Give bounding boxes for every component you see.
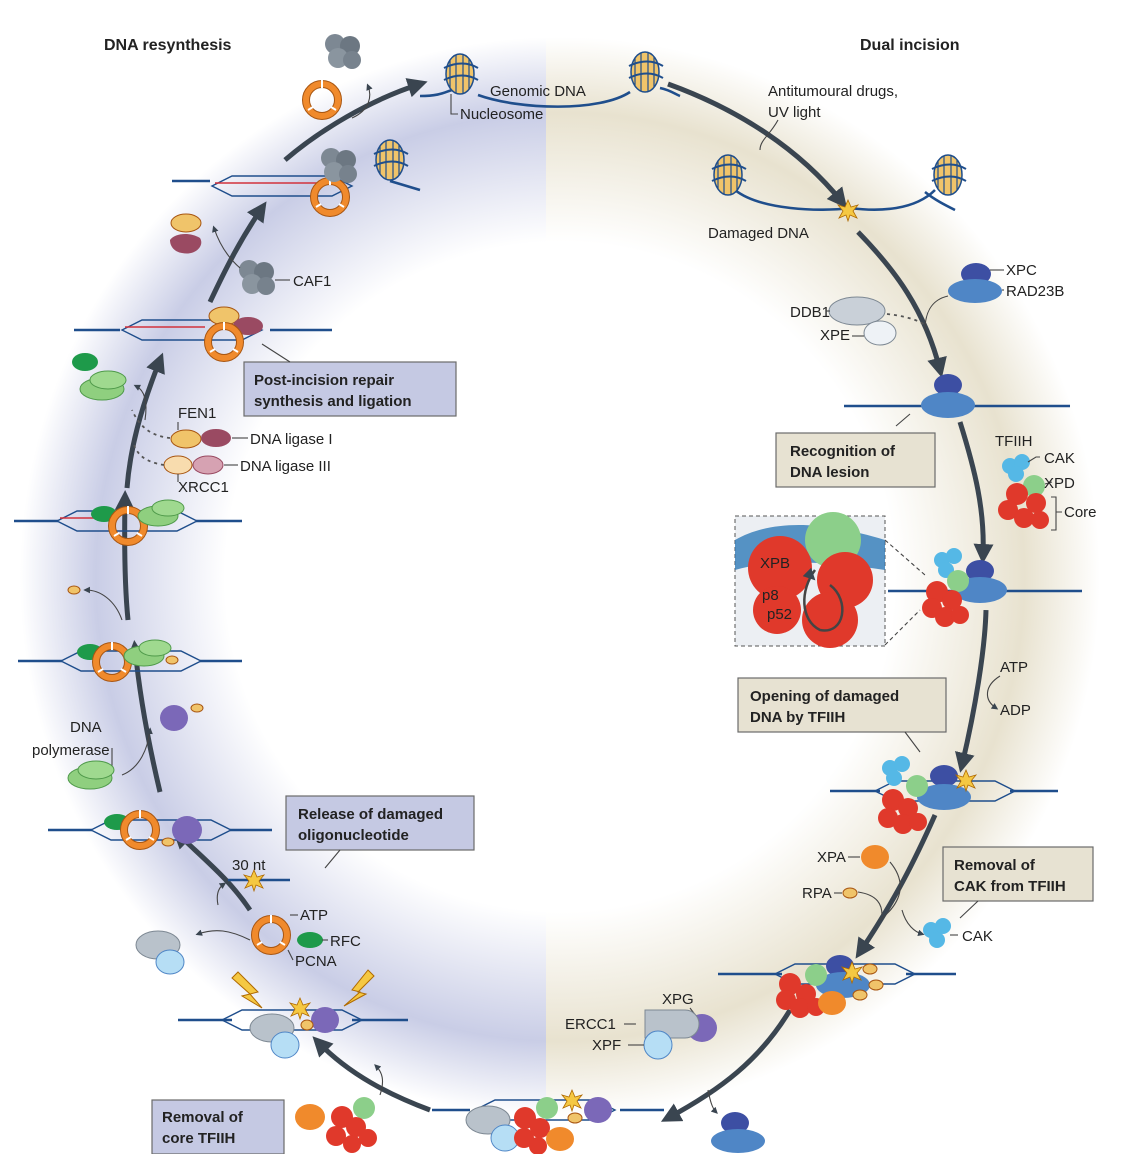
header-dna-resynthesis: DNA resynthesis bbox=[104, 37, 232, 54]
dna-polymerase-released bbox=[79, 370, 127, 401]
svg-text:Release of damaged: Release of damaged bbox=[298, 806, 443, 823]
label-xpa: XPA bbox=[817, 849, 846, 866]
svg-text:DNA lesion: DNA lesion bbox=[790, 464, 869, 481]
tfiih-complex bbox=[998, 454, 1049, 529]
caf1-complex-icon bbox=[239, 260, 275, 295]
label-adp: ADP bbox=[1000, 702, 1031, 719]
preincision-complex bbox=[718, 955, 956, 1018]
label-antitumoural-drugs: Antitumoural drugs, bbox=[768, 83, 898, 100]
xpf-released bbox=[155, 949, 185, 975]
label-fen1: FEN1 bbox=[178, 405, 216, 422]
svg-text:Removal of: Removal of bbox=[162, 1109, 244, 1126]
replication-complex-1 bbox=[48, 810, 272, 850]
label-genomic-dna: Genomic DNA bbox=[490, 83, 586, 100]
core-tfiih-released bbox=[295, 1097, 377, 1153]
label-xrcc1: XRCC1 bbox=[178, 479, 229, 496]
tfiih-inset bbox=[734, 512, 886, 648]
rpa-released bbox=[67, 585, 81, 595]
label-rfc: RFC bbox=[330, 933, 361, 950]
svg-text:Removal of: Removal of bbox=[954, 857, 1036, 874]
rpa-protein bbox=[842, 887, 858, 899]
label-xpe: XPE bbox=[820, 327, 850, 344]
label-core: Core bbox=[1064, 504, 1097, 521]
xpf-protein bbox=[643, 1030, 673, 1060]
svg-text:Post-incision repair: Post-incision repair bbox=[254, 372, 394, 389]
rpa-released bbox=[190, 703, 204, 713]
box-recognition-dna-lesion: Recognition of DNA lesion bbox=[775, 432, 936, 488]
label-p8: p8 bbox=[762, 587, 779, 604]
open-dna-complex bbox=[830, 756, 1058, 834]
label-rpa: RPA bbox=[802, 885, 832, 902]
svg-text:DNA by TFIIH: DNA by TFIIH bbox=[750, 709, 845, 726]
chromatin-restoration bbox=[172, 139, 421, 217]
label-xpc: XPC bbox=[1006, 262, 1037, 279]
dna-polymerase-protein bbox=[67, 760, 115, 790]
dna-ligase-released bbox=[170, 234, 202, 254]
box-post-incision-repair: Post-incision repair synthesis and ligat… bbox=[243, 361, 457, 417]
svg-text:core TFIIH: core TFIIH bbox=[162, 1130, 235, 1147]
xpg-released bbox=[160, 705, 188, 731]
xpa-protein bbox=[861, 845, 889, 869]
rad23b-protein bbox=[921, 392, 975, 418]
label-rad23b: RAD23B bbox=[1006, 283, 1064, 300]
label-xpf: XPF bbox=[592, 1037, 621, 1054]
rad23b-released bbox=[711, 1129, 765, 1153]
ligation-complex bbox=[74, 306, 332, 362]
svg-text:CAK from TFIIH: CAK from TFIIH bbox=[954, 878, 1066, 895]
label-ercc1: ERCC1 bbox=[565, 1016, 616, 1033]
label-dna: DNA bbox=[70, 719, 102, 736]
label-atp-2: ATP bbox=[300, 907, 328, 924]
label-atp: ATP bbox=[1000, 659, 1028, 676]
header-dual-incision: Dual incision bbox=[860, 37, 960, 54]
rad23b-protein bbox=[948, 279, 1002, 303]
rfc-protein bbox=[297, 932, 323, 948]
tfiih-xpc-complex bbox=[922, 548, 1007, 627]
svg-text:Recognition of: Recognition of bbox=[790, 443, 896, 460]
excision-complex bbox=[178, 969, 408, 1059]
label-xpg: XPG bbox=[662, 991, 694, 1008]
label-dna-ligase-1: DNA ligase I bbox=[250, 431, 333, 448]
xpc-released bbox=[721, 1112, 749, 1134]
box-removal-core-tfiih: Removal of core TFIIH bbox=[151, 1099, 285, 1154]
box-opening-damaged-dna: Opening of damaged DNA by TFIIH bbox=[737, 677, 947, 733]
label-cak-released: CAK bbox=[962, 928, 993, 945]
replication-complex-2 bbox=[18, 640, 242, 682]
fen1-protein bbox=[170, 429, 202, 449]
incision-complex bbox=[432, 1089, 664, 1154]
svg-text:oligonucleotide: oligonucleotide bbox=[298, 827, 409, 844]
xpc-protein bbox=[934, 374, 962, 396]
label-polymerase: polymerase bbox=[32, 742, 110, 759]
box-release-oligonucleotide: Release of damaged oligonucleotide bbox=[285, 795, 475, 851]
label-pcna: PCNA bbox=[295, 953, 337, 970]
label-ddb1: DDB1 bbox=[790, 304, 830, 321]
box-removal-cak: Removal of CAK from TFIIH bbox=[942, 846, 1094, 902]
label-dna-ligase-3: DNA ligase III bbox=[240, 458, 331, 475]
svg-text:Opening of damaged: Opening of damaged bbox=[750, 688, 899, 705]
label-nucleosome: Nucleosome bbox=[460, 106, 543, 123]
label-cak: CAK bbox=[1044, 450, 1075, 467]
dna-ligase-1-protein bbox=[201, 429, 231, 447]
label-damaged-dna: Damaged DNA bbox=[708, 225, 809, 242]
genomic-dna-strand bbox=[419, 86, 681, 108]
caf1-complex-icon bbox=[325, 34, 361, 69]
rfc-released bbox=[72, 353, 98, 371]
xrcc1-protein bbox=[163, 455, 193, 475]
fen1-released bbox=[170, 213, 202, 233]
cak-released bbox=[923, 918, 951, 948]
xpe-protein bbox=[863, 320, 897, 346]
svg-text:synthesis and ligation: synthesis and ligation bbox=[254, 393, 412, 410]
label-xpd: XPD bbox=[1044, 475, 1075, 492]
label-p52: p52 bbox=[767, 606, 792, 623]
label-30-nt: 30 nt bbox=[232, 857, 266, 874]
label-caf1: CAF1 bbox=[293, 273, 331, 290]
label-uv-light: UV light bbox=[768, 104, 821, 121]
dna-ligase-3-protein bbox=[192, 455, 224, 475]
label-tfiih: TFIIH bbox=[995, 433, 1033, 450]
label-xpb: XPB bbox=[760, 555, 790, 572]
replication-complex-3 bbox=[14, 499, 242, 546]
